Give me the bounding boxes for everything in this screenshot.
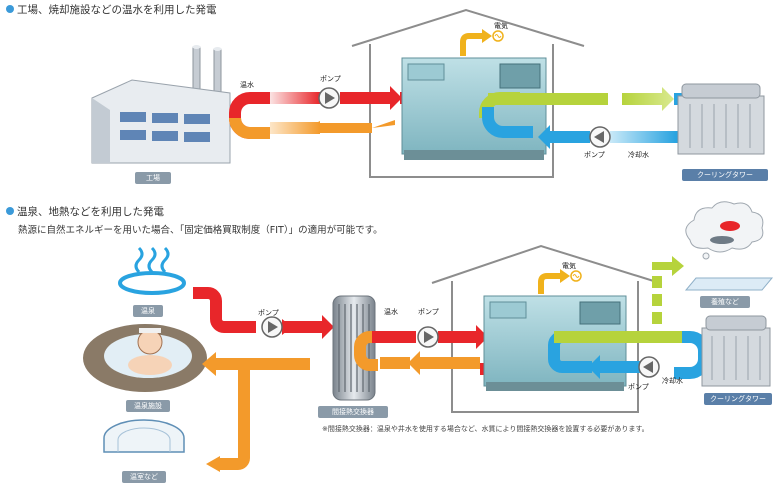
spa-facility-label: 温泉施設 <box>126 400 170 412</box>
pump-icon <box>318 87 340 109</box>
bullet-icon <box>6 207 14 215</box>
greenhouse-label: 温室など <box>122 471 166 483</box>
pump-icon <box>261 316 283 338</box>
house-outline-1 <box>351 8 585 178</box>
heat-exchanger-label: 間接熱交換器 <box>318 406 388 418</box>
heat-exchanger-footnote: ※間接熱交換器：温泉や井水を使用する場合など、水質により間接熱交換器を設置する必… <box>322 425 649 433</box>
section2-heading: 温泉、地熱などを利用した発電 <box>6 204 164 219</box>
pump-label: ポンプ <box>584 151 605 159</box>
section1-heading-text: 工場、焼却施設などの温水を利用した発電 <box>17 4 217 16</box>
pump-icon <box>638 356 660 378</box>
electricity-arrow-icon <box>460 29 504 56</box>
generator-unit-1 <box>401 57 547 160</box>
bullet-icon <box>6 5 14 13</box>
hot-spring-source-label: 温泉 <box>133 305 163 317</box>
pump-icon <box>589 126 611 148</box>
cooling-tower-label: クーリングタワー <box>682 169 768 181</box>
cooling-water-label: 冷却水 <box>662 377 683 385</box>
electricity-label: 電気 <box>562 262 576 270</box>
house-outline-2 <box>431 244 661 413</box>
pump-label: ポンプ <box>628 383 649 391</box>
section2-heading-text: 温泉、地熱などを利用した発電 <box>17 206 164 218</box>
section1-heading: 工場、焼却施設などの温水を利用した発電 <box>6 2 217 17</box>
cooling-water-label: 冷却水 <box>628 151 649 159</box>
pump-label: ポンプ <box>418 308 439 316</box>
fit-note: 熱源に自然エネルギーを用いた場合、「固定価格買取制度（FIT）」の適用が可能です… <box>18 225 383 236</box>
cooling-tower-label: クーリングタワー <box>704 393 772 405</box>
spa-return-flow <box>202 352 310 472</box>
pump-label: ポンプ <box>320 75 341 83</box>
electricity-arrow-icon <box>538 269 582 294</box>
hot-spring-flow <box>193 287 334 339</box>
electricity-label: 電気 <box>494 22 508 30</box>
greenhouse-illustration <box>103 419 185 453</box>
hot-spring-icon <box>118 246 186 295</box>
pump-icon <box>417 326 439 348</box>
cooling-tower-illustration <box>701 315 771 387</box>
hot-water-label: 温水 <box>240 81 254 89</box>
cooling-tower-illustration <box>677 83 765 155</box>
aquaculture-illustration <box>684 201 774 291</box>
factory-label: 工場 <box>135 172 171 184</box>
spa-facility-illustration <box>83 324 207 392</box>
factory-illustration <box>91 45 231 164</box>
hot-water-label: 温水 <box>384 308 398 316</box>
aquaculture-label: 養殖など <box>700 296 750 308</box>
pump-label: ポンプ <box>258 309 279 317</box>
